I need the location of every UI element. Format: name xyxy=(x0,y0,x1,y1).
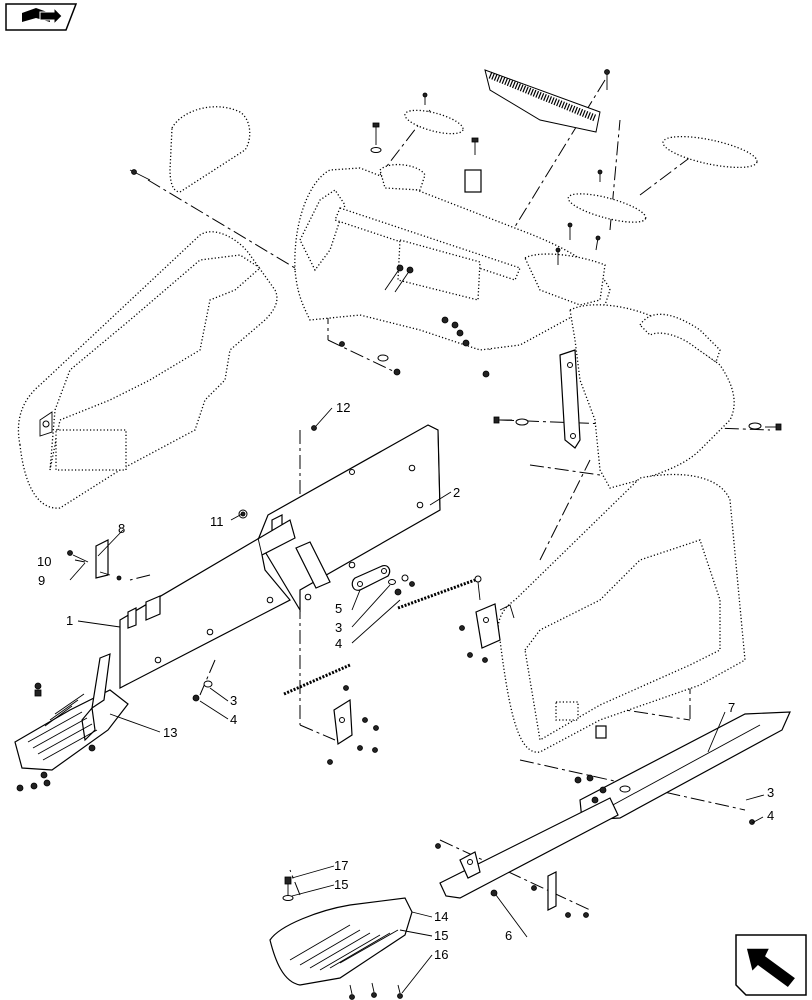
link-washers xyxy=(388,574,415,596)
left-window-glass xyxy=(169,106,251,193)
lower-bracket-assembly xyxy=(327,685,379,765)
right-bracket-assembly xyxy=(459,603,515,663)
left-clip-screw xyxy=(67,550,122,581)
left-step xyxy=(14,653,129,792)
callout-13: 13 xyxy=(163,725,177,740)
top-floor-mat xyxy=(484,69,601,133)
next-page-arrow-icon[interactable] xyxy=(735,934,807,996)
callout-4b: 4 xyxy=(230,712,237,727)
upper-rod xyxy=(397,575,482,610)
leader-lines xyxy=(69,407,765,994)
callout-12: 12 xyxy=(336,400,350,415)
window-screw xyxy=(129,169,151,181)
bolt-12 xyxy=(311,425,317,431)
callout-3: 3 xyxy=(335,620,342,635)
lower-step xyxy=(269,897,413,986)
callout-8: 8 xyxy=(118,521,125,536)
right-disc xyxy=(662,135,758,169)
top-left-disc xyxy=(404,109,464,135)
callout-7: 7 xyxy=(728,700,735,715)
callout-16: 16 xyxy=(434,947,448,962)
callout-3c: 3 xyxy=(767,785,774,800)
callout-1: 1 xyxy=(66,613,73,628)
callout-11: 11 xyxy=(210,514,224,529)
cab-dash-assembly xyxy=(294,163,735,489)
middle-disc xyxy=(567,193,647,223)
book-with-arrow-icon[interactable] xyxy=(5,3,78,31)
callout-5: 5 xyxy=(335,601,342,616)
lower-main-panel xyxy=(119,519,331,689)
callout-labels: 1 2 5 3 4 3 4 6 7 3 4 8 9 10 11 12 13 14… xyxy=(37,400,774,962)
lower-rod xyxy=(283,663,351,696)
top-bolts xyxy=(370,69,610,265)
bolt-11 xyxy=(238,509,248,519)
dash-fasteners xyxy=(339,264,490,378)
callout-14: 14 xyxy=(434,909,448,924)
callout-3b: 3 xyxy=(230,693,237,708)
dash-side-bracket xyxy=(559,349,581,449)
callout-4: 4 xyxy=(335,636,342,651)
left-side-panel xyxy=(17,231,278,509)
left-clip-bracket xyxy=(95,539,111,579)
right-mount-hardware xyxy=(493,416,782,431)
callout-2: 2 xyxy=(453,485,460,500)
callout-10: 10 xyxy=(37,554,51,569)
right-side-panel xyxy=(497,473,746,753)
callout-15: 15 xyxy=(434,928,448,943)
link-plate xyxy=(351,565,391,591)
callout-15b: 15 xyxy=(334,877,348,892)
callout-9: 9 xyxy=(38,573,45,588)
lower-step-bolts xyxy=(282,876,403,1000)
callout-6: 6 xyxy=(505,928,512,943)
lower-right-bar xyxy=(435,797,619,918)
callout-17: 17 xyxy=(334,858,348,873)
callout-4c: 4 xyxy=(767,808,774,823)
panel-washer-nut xyxy=(192,680,213,702)
